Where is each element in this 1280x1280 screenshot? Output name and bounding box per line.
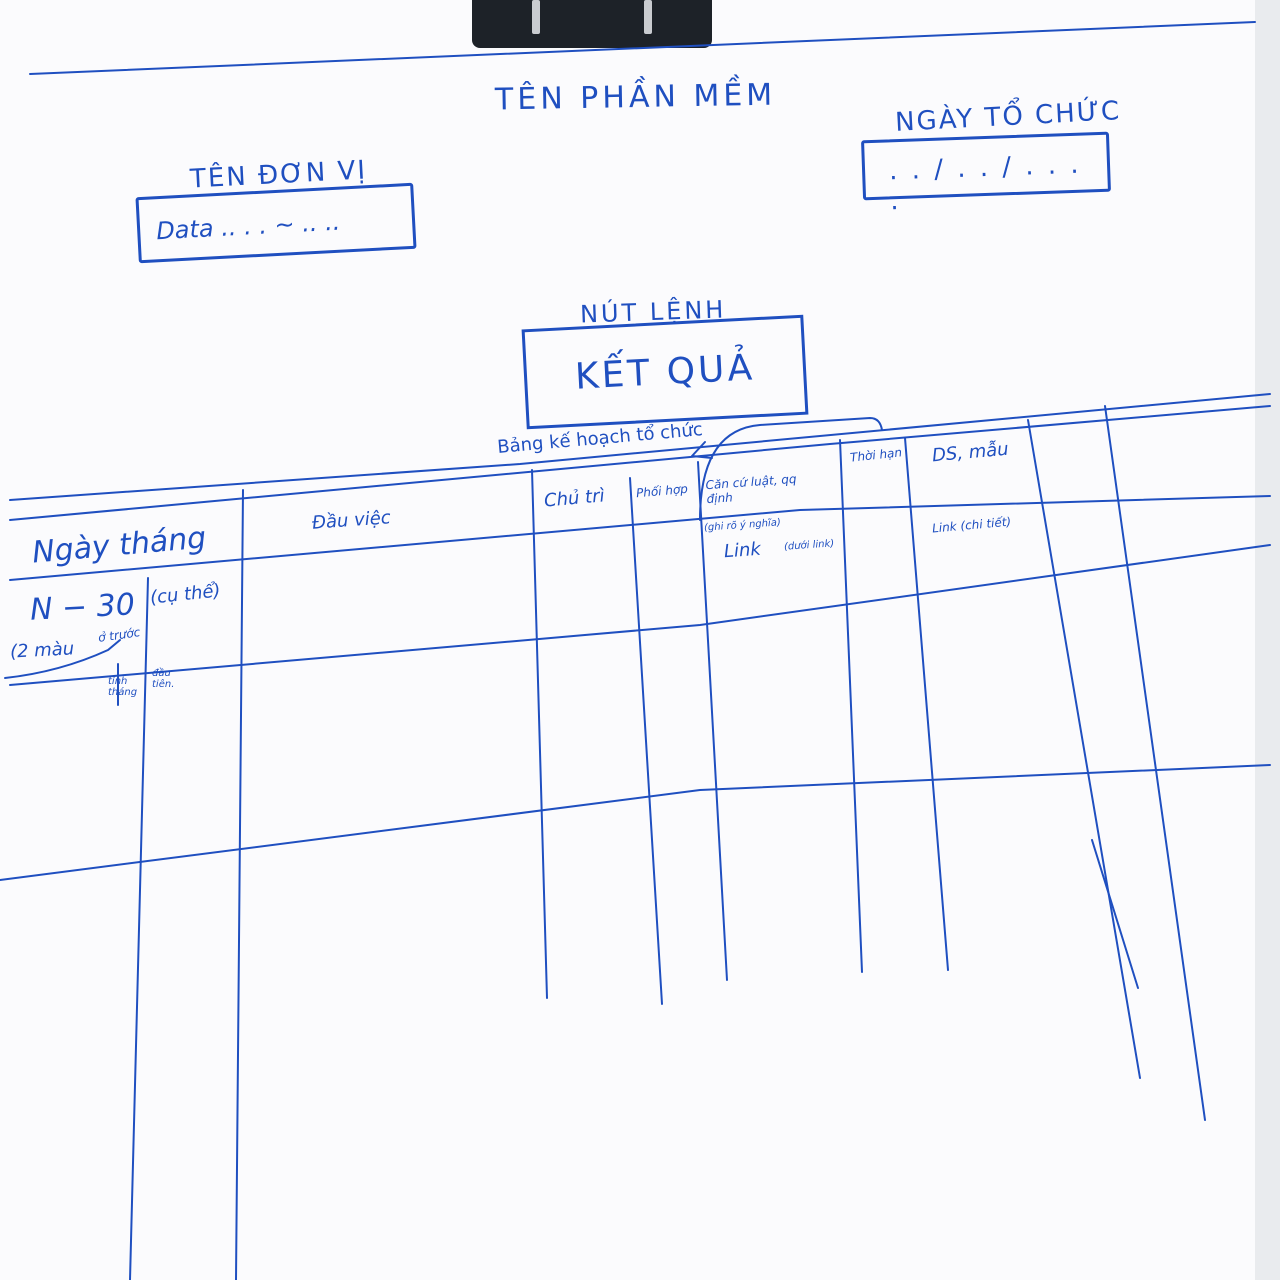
- date-input[interactable]: . . / . . / . . . .: [861, 131, 1111, 216]
- column-line: [904, 437, 949, 971]
- app-title: TÊN PHẦN MỀM: [494, 77, 777, 118]
- column-line: [129, 577, 149, 1280]
- row1-date: N − 30: [29, 587, 136, 628]
- column-line: [839, 439, 863, 973]
- clip-wire-right: [644, 0, 652, 34]
- column-line: [697, 461, 728, 981]
- plan-brace: [699, 416, 883, 521]
- row1-count-note: (2 màu: [9, 638, 75, 663]
- background: [1255, 0, 1280, 1280]
- note-arrow: [4, 639, 121, 679]
- result-button[interactable]: KẾT QUẢ: [521, 314, 809, 430]
- column-line: [235, 489, 244, 1280]
- row-line: [0, 764, 1271, 881]
- binder-clip: [472, 0, 712, 48]
- row-line: [9, 544, 1271, 686]
- clip-wire-left: [532, 0, 540, 34]
- row1-sub-left: tính tháng: [108, 676, 138, 698]
- column-line: [629, 477, 663, 1005]
- row-line: [9, 393, 1271, 501]
- row1-sub-right: đầu tiên.: [152, 668, 175, 690]
- row-line: [9, 495, 1271, 581]
- column-line: [1027, 419, 1141, 1079]
- column-line: [1091, 839, 1139, 989]
- header-legal-link[interactable]: Link: [723, 538, 762, 563]
- top-rule: [29, 21, 1256, 75]
- column-line: [1104, 405, 1206, 1121]
- plan-arrow: [691, 441, 713, 459]
- row-line: [9, 405, 1271, 521]
- column-line: [531, 469, 548, 999]
